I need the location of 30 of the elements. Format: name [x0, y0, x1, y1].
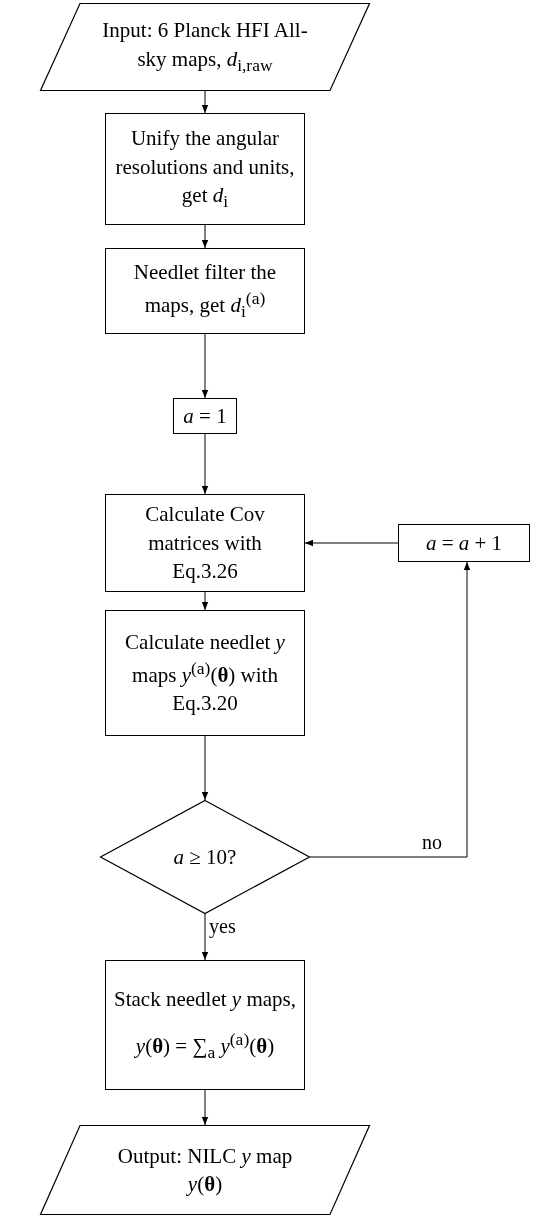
arrow: [304, 539, 399, 547]
process-box: [173, 398, 237, 434]
process-box: [105, 494, 305, 592]
arrow: [201, 591, 209, 611]
arrow: [201, 224, 209, 249]
node-text: Unify the angular resolutions and units, get d$_{i}$: [114, 125, 296, 214]
io-parallelogram: [40, 1125, 370, 1215]
io-parallelogram: [40, 3, 370, 91]
node-text: a ≥ 10?: [173, 843, 237, 871]
process-box: [105, 113, 305, 225]
node-text: Input: 6 Planck HFI All-sky maps, d$_{i,raw}$: [101, 17, 309, 77]
node-text: Calculate Cov matrices with Eq.3.26: [144, 501, 266, 586]
node-text: a = a + 1: [425, 529, 503, 557]
node-text: a = 1: [183, 402, 227, 430]
node-text: Calculate needlet y maps y$^{(a)}$(θ) with Eq.3.20: [124, 629, 286, 718]
arrow: [201, 913, 209, 961]
arrow: [201, 90, 209, 114]
node-text: Output: NILC y map y(θ): [116, 1142, 294, 1198]
process-box: [398, 524, 530, 562]
arrow: [309, 561, 471, 858]
process-box: [105, 248, 305, 334]
arrow: [201, 433, 209, 495]
process-box: [105, 960, 305, 1090]
process-box: [105, 610, 305, 736]
arrow: [201, 1089, 209, 1126]
formula: y(θ) = ∑$_{a}$ y$^{(a)}$(θ): [135, 1027, 275, 1064]
arrow: [201, 735, 209, 801]
arrow: [201, 333, 209, 399]
node-text: Stack needlet y maps,: [114, 986, 296, 1014]
decision-diamond: [100, 800, 310, 914]
